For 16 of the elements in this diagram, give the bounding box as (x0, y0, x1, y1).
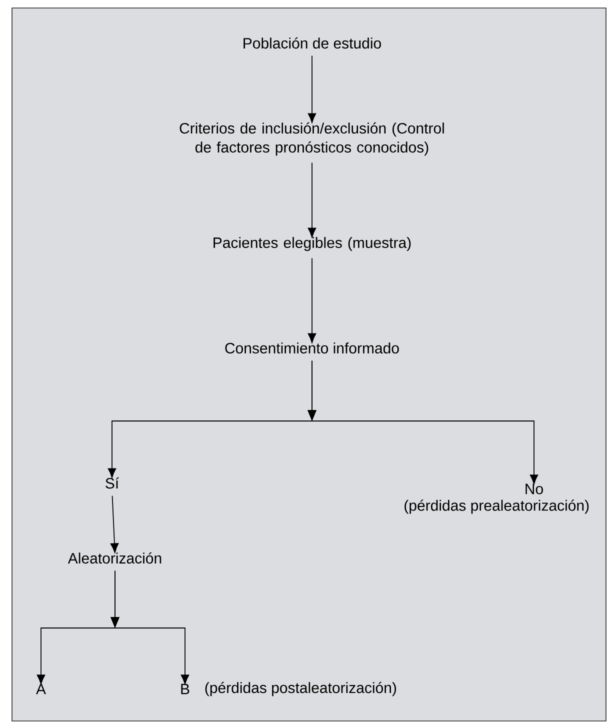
text-label: Criterios de inclusión/exclusión (Control de factores pronósticos conocidos) (180, 122, 444, 156)
text-label: A (36, 684, 46, 694)
text-label: Aleatorización (68, 552, 162, 564)
note-text: (pérdidas postaleatorización) (205, 682, 396, 696)
arrow (308, 162, 316, 238)
arrow (308, 55, 316, 123)
text-label: Consentimiento informado (225, 342, 399, 354)
arrow (110, 570, 190, 684)
arrow (308, 360, 538, 484)
text-label: Población de estudio (244, 37, 381, 49)
arrow (308, 258, 316, 344)
text-label: Sí (106, 477, 120, 489)
arrow (110, 495, 119, 553)
text-label: Pacientes elegibles (muestra) (214, 237, 411, 251)
text-label: No (pérdidas prealeatorización) (404, 484, 589, 514)
text-label: B (181, 684, 190, 694)
